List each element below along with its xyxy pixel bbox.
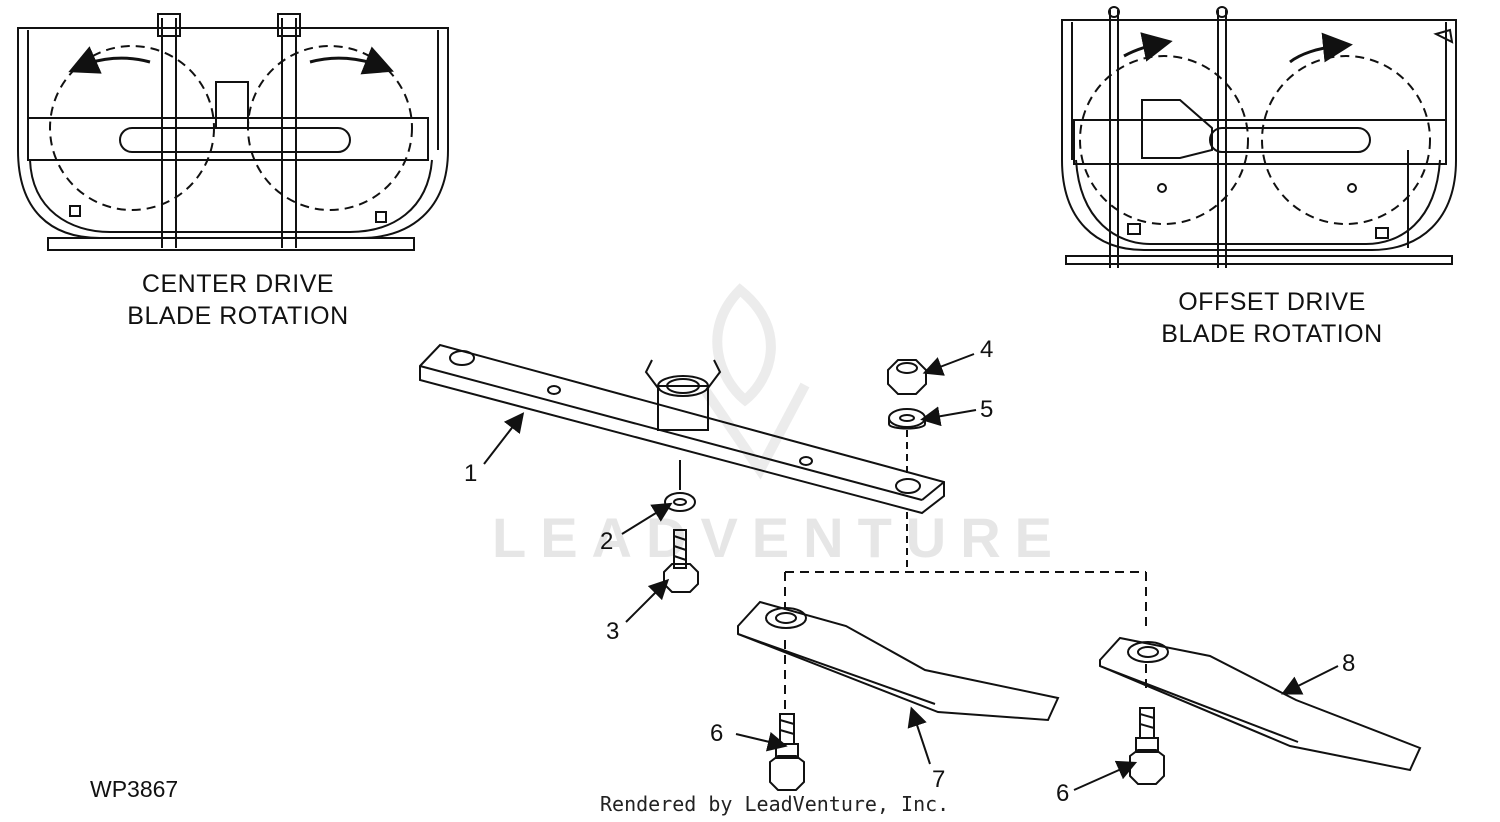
blade-connector-line bbox=[784, 571, 1147, 712]
diagram-code: WP3867 bbox=[90, 776, 179, 802]
callout-7: 7 bbox=[932, 766, 946, 793]
leader-lines bbox=[483, 353, 1339, 791]
watermark-logo bbox=[700, 283, 810, 480]
callout-4: 4 bbox=[980, 336, 994, 363]
callout-2: 2 bbox=[600, 528, 614, 555]
blade-bolt-left bbox=[769, 713, 805, 791]
callout-6-left: 6 bbox=[710, 720, 724, 747]
callout-1: 1 bbox=[464, 460, 478, 487]
center-drive-caption-line2: BLADE ROTATION bbox=[127, 302, 349, 330]
center-drive-caption-line1: CENTER DRIVE bbox=[141, 270, 335, 298]
offset-drive-deck bbox=[1061, 6, 1457, 268]
watermark-text: LEADVENTURE bbox=[492, 506, 1067, 569]
offset-drive-caption-line1: OFFSET DRIVE bbox=[1178, 288, 1366, 316]
offset-drive-caption-line2: BLADE ROTATION bbox=[1161, 320, 1383, 348]
center-drive-caption: CENTER DRIVE BLADE ROTATION bbox=[88, 268, 388, 332]
center-drive-deck bbox=[17, 13, 449, 251]
offset-drive-caption: OFFSET DRIVE BLADE ROTATION bbox=[1122, 286, 1422, 350]
hardware bbox=[663, 359, 927, 593]
callout-3: 3 bbox=[606, 618, 620, 645]
callout-8: 8 bbox=[1342, 650, 1356, 677]
blade-bolt-right bbox=[1129, 707, 1165, 785]
blade-left bbox=[737, 600, 1060, 722]
blade-right bbox=[1099, 636, 1422, 772]
blade-carrier bbox=[419, 343, 945, 515]
credit-text: Rendered by LeadVenture, Inc. bbox=[600, 792, 950, 816]
callout-6-right: 6 bbox=[1056, 780, 1070, 807]
callout-5: 5 bbox=[980, 396, 994, 423]
